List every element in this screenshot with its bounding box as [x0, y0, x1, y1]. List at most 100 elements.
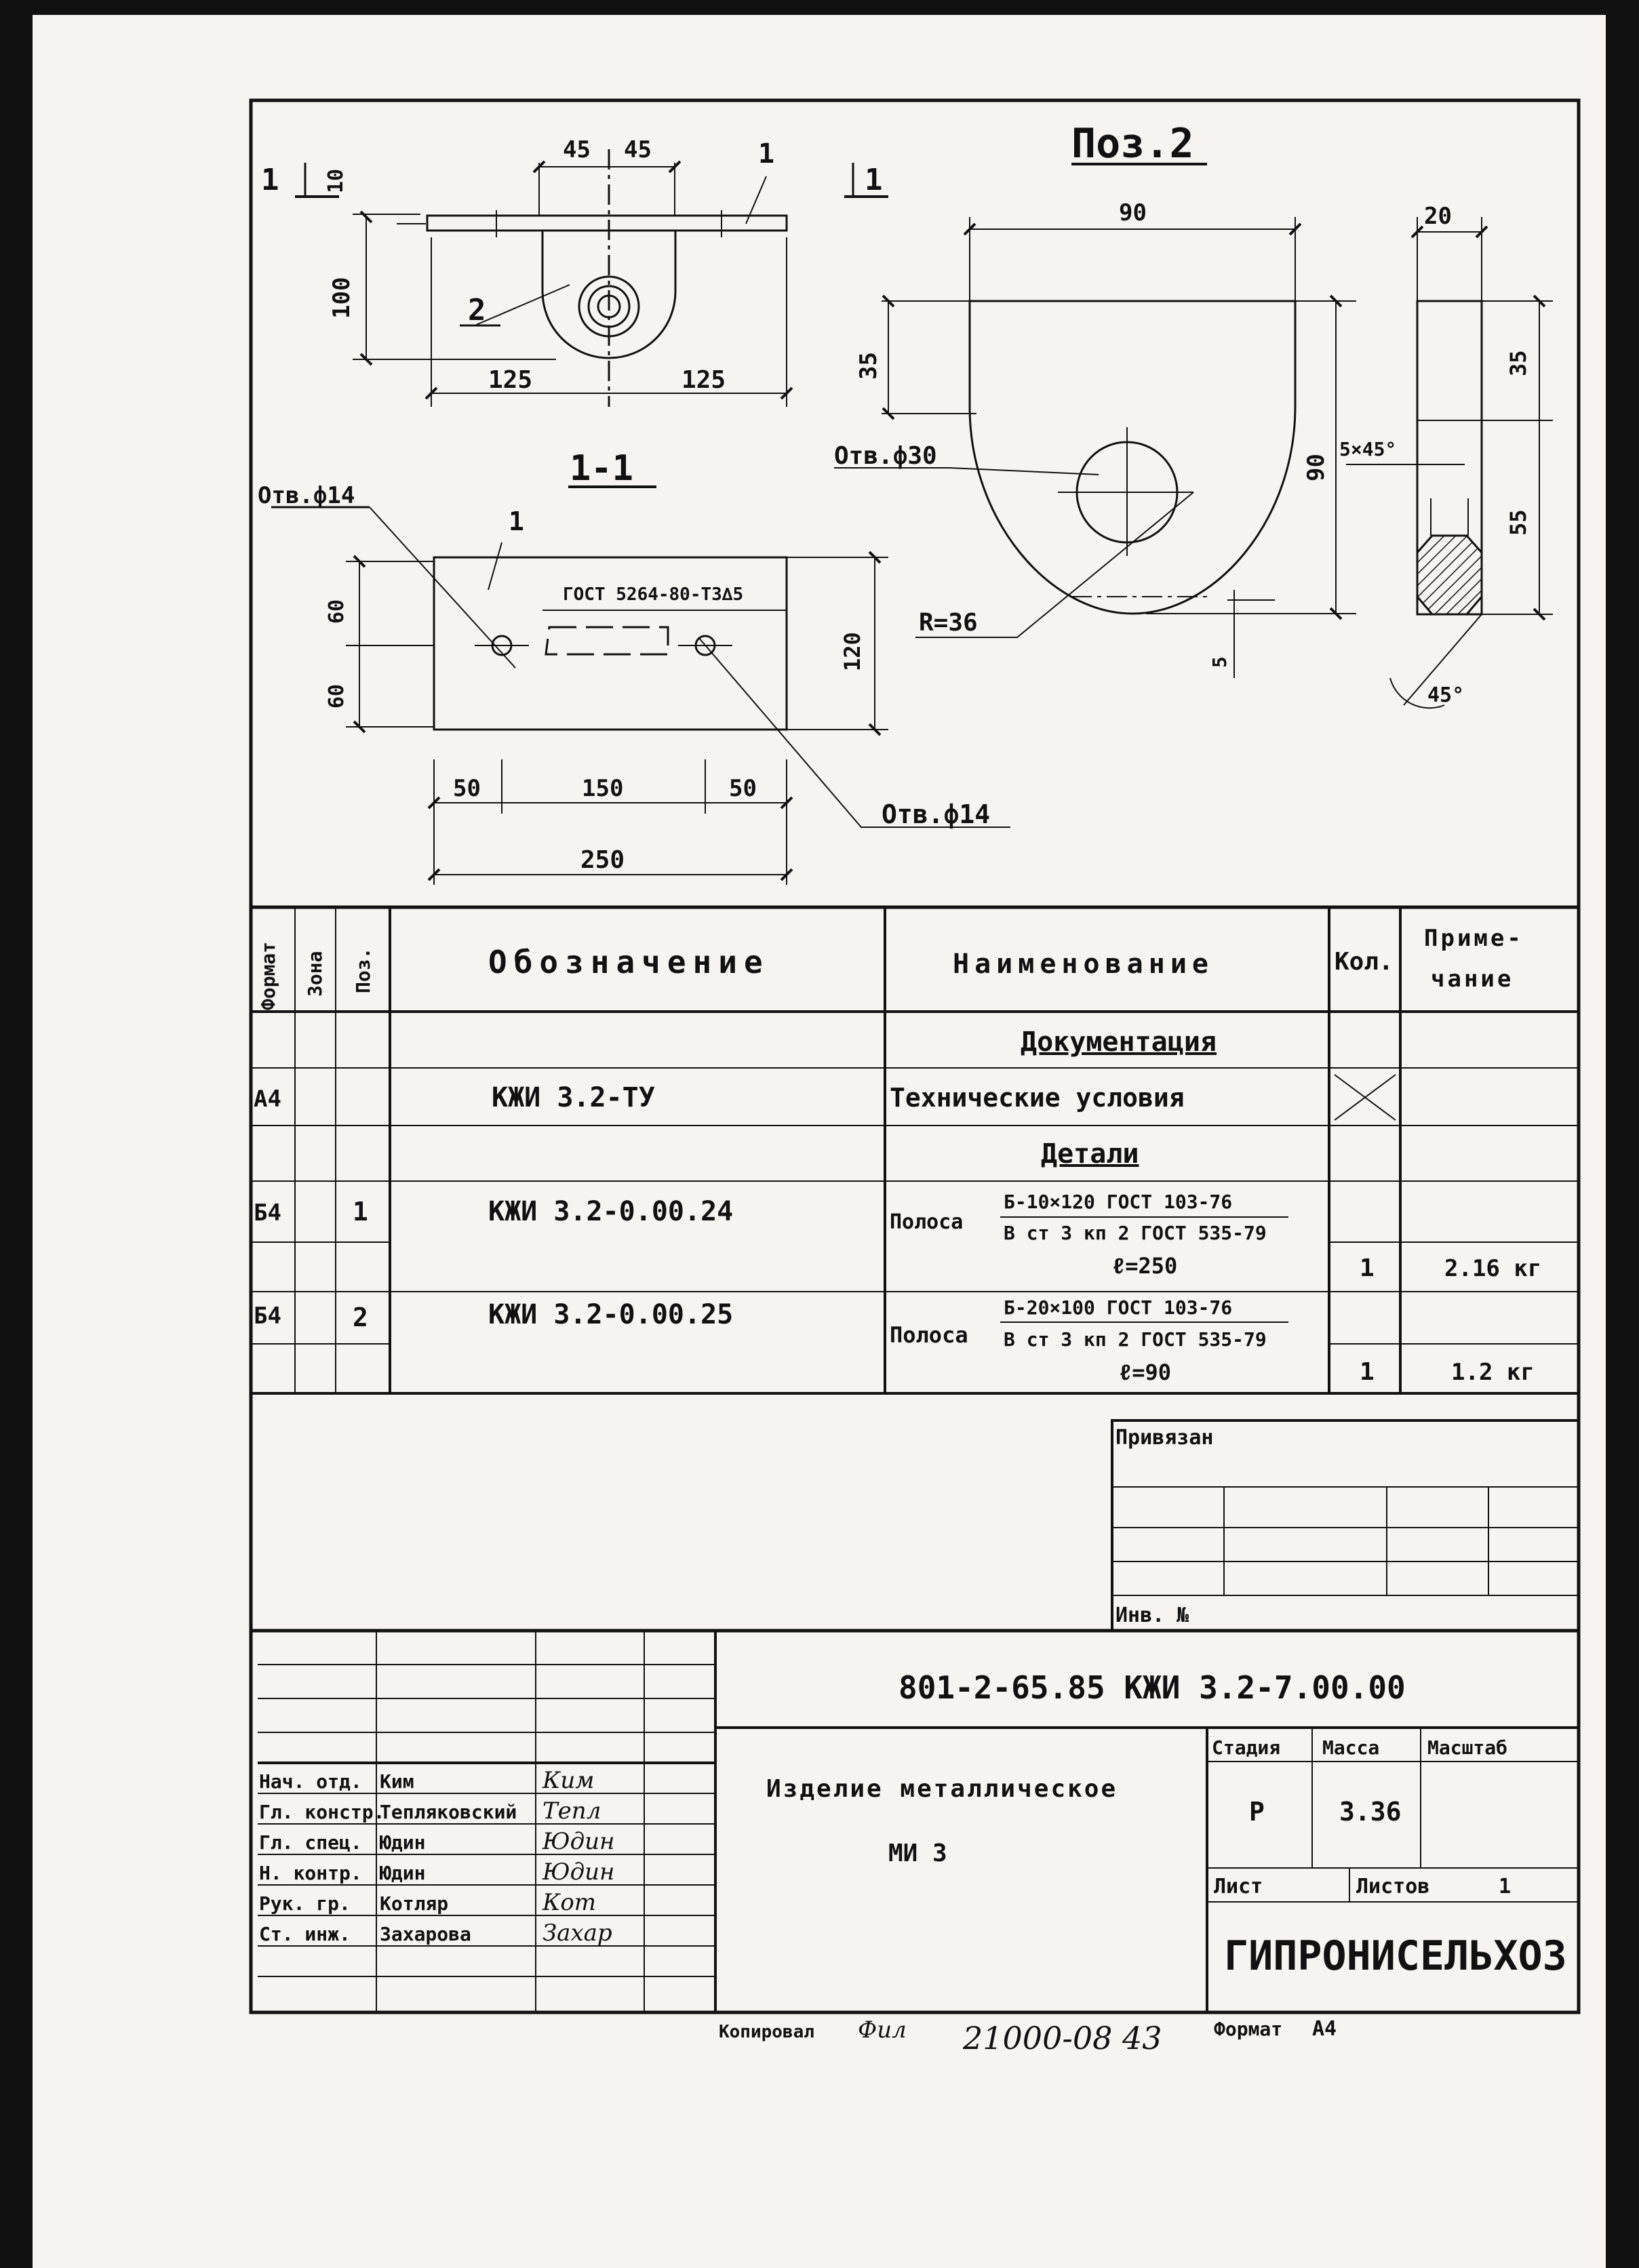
copied-signature: Фил	[858, 2016, 907, 2044]
dim-90h: 90	[1303, 454, 1330, 481]
part1-qty: 1	[1360, 1254, 1375, 1282]
section-mark-right: 1	[865, 163, 883, 197]
part1-length: ℓ=250	[1112, 1253, 1177, 1279]
hole-label-right: Отв.ф14	[882, 799, 990, 829]
staff-name: Захарова	[380, 1923, 471, 1945]
main-view	[295, 149, 888, 407]
dim-150: 150	[582, 775, 623, 802]
binding-box	[1111, 1419, 1580, 1632]
section-view	[271, 485, 1010, 885]
staff-role: Гл. констр.	[259, 1801, 384, 1823]
organization-name: ГИПРОНИСЕЛЬХОЗ	[1224, 1932, 1567, 1980]
header-name: Наименование	[953, 949, 1214, 980]
staff-role: Нач. отд.	[259, 1770, 362, 1793]
part2-note: 1.2 кг	[1451, 1359, 1535, 1386]
header-note-2: чание	[1431, 966, 1514, 993]
header-note-1: Приме-	[1424, 925, 1524, 952]
angle-label: 45°	[1427, 683, 1464, 707]
section-title: 1-1	[570, 448, 633, 489]
dim-45a: 45	[563, 136, 591, 163]
inventory-label: Инв. №	[1115, 1604, 1189, 1627]
product-name-line1: Изделие металлическое	[766, 1775, 1118, 1803]
sheets-value: 1	[1499, 1875, 1511, 1898]
staff-signature: Юдин	[542, 1858, 614, 1886]
part1-spec-bottom: В ст 3 кп 2 ГОСТ 535-79	[1004, 1222, 1267, 1244]
dim-20: 20	[1424, 203, 1452, 230]
staff-name: Тепляковский	[380, 1801, 517, 1823]
part1-name: Полоса	[890, 1210, 963, 1234]
sheet-label: Лист	[1214, 1875, 1263, 1898]
dim-125a: 125	[488, 366, 532, 394]
part2-designation: КЖИ 3.2-0.00.25	[488, 1299, 733, 1330]
doc-designation: КЖИ 3.2-ТУ	[492, 1082, 655, 1113]
header-pos: Поз.	[352, 948, 374, 993]
pos2-radius: R=36	[919, 609, 978, 637]
part2-spec-top: Б-20×100 ГОСТ 103-76	[1004, 1296, 1232, 1319]
part1-note: 2.16 кг	[1444, 1255, 1541, 1282]
staff-name: Юдин	[380, 1831, 425, 1854]
mass-label: Масса	[1322, 1736, 1379, 1759]
sheets-label: Листов	[1356, 1875, 1429, 1898]
dim-120: 120	[840, 632, 865, 671]
stage-label: Стадия	[1212, 1736, 1280, 1759]
staff-role: Н. контр.	[259, 1862, 362, 1884]
staff-name: Ким	[380, 1770, 414, 1793]
archive-number: 21000-08 43	[962, 2020, 1162, 2056]
staff-signature: Тепл	[542, 1797, 601, 1825]
staff-signature: Юдин	[542, 1828, 614, 1855]
part2-format: Б4	[254, 1302, 281, 1330]
dim-100: 100	[328, 277, 355, 319]
dim-250: 250	[580, 846, 625, 874]
title-block-grid	[251, 1629, 1579, 2014]
chamfer-label: 5×45°	[1339, 438, 1396, 460]
part1-format: Б4	[254, 1199, 281, 1227]
header-designation: Обозначение	[488, 944, 770, 980]
part2-qty: 1	[1360, 1358, 1375, 1386]
section-details: Детали	[1041, 1138, 1139, 1170]
hole-label-left: Отв.ф14	[258, 482, 355, 509]
dim-60a: 60	[325, 599, 349, 624]
dim-125b: 125	[682, 366, 726, 394]
staff-signature: Захар	[542, 1919, 612, 1947]
copied-label: Копировал	[719, 2022, 814, 2042]
part1-pos: 1	[353, 1197, 368, 1227]
weld-note: ГОСТ 5264-80-Т3∆5	[563, 584, 743, 605]
staff-signature: Кот	[542, 1889, 596, 1916]
dim-5: 5	[1208, 656, 1231, 668]
section-mark-left: 1	[261, 163, 279, 197]
leader-label-1: 1	[758, 138, 774, 170]
dim-60b: 60	[325, 684, 349, 709]
pos2-hole-label: Отв.ф30	[834, 442, 937, 470]
staff-role: Ст. инж.	[259, 1923, 351, 1945]
pos2-view	[834, 163, 1553, 709]
staff-role: Рук. гр.	[259, 1892, 351, 1915]
header-qty: Кол.	[1335, 948, 1394, 976]
pos2-title: Поз.2	[1071, 120, 1194, 167]
stage-value: Р	[1249, 1797, 1265, 1827]
staff-name: Котляр	[380, 1892, 448, 1915]
staff-rows: Нач. отд. Ким Ким Гл. констр. Тепляковск…	[259, 1767, 614, 1947]
dim-50a: 50	[453, 775, 481, 802]
dim-50b: 50	[729, 775, 757, 802]
part2-pos: 2	[353, 1302, 368, 1332]
dim-45b: 45	[624, 136, 652, 163]
part2-spec-bottom: В ст 3 кп 2 ГОСТ 535-79	[1004, 1328, 1267, 1351]
scan-left-edge	[0, 0, 33, 2268]
section-leader-1: 1	[509, 506, 524, 536]
format-label: Формат	[1214, 2018, 1282, 2040]
dim-10: 10	[324, 169, 348, 193]
staff-signature: Ким	[542, 1767, 594, 1794]
drawing-frame	[249, 98, 1581, 2014]
section-documentation: Документация	[1021, 1027, 1217, 1058]
part1-designation: КЖИ 3.2-0.00.24	[488, 1196, 733, 1227]
dim-35-right: 35	[1505, 350, 1531, 376]
product-name-line2: МИ 3	[888, 1839, 947, 1867]
part2-length: ℓ=90	[1119, 1359, 1171, 1385]
scale-label: Масштаб	[1427, 1736, 1507, 1759]
doc-code: 801-2-65.85 КЖИ 3.2-7.00.00	[899, 1669, 1406, 1706]
staff-name: Юдин	[380, 1862, 425, 1884]
format-value: А4	[1312, 2017, 1337, 2041]
scan-top-edge	[0, 0, 1639, 15]
